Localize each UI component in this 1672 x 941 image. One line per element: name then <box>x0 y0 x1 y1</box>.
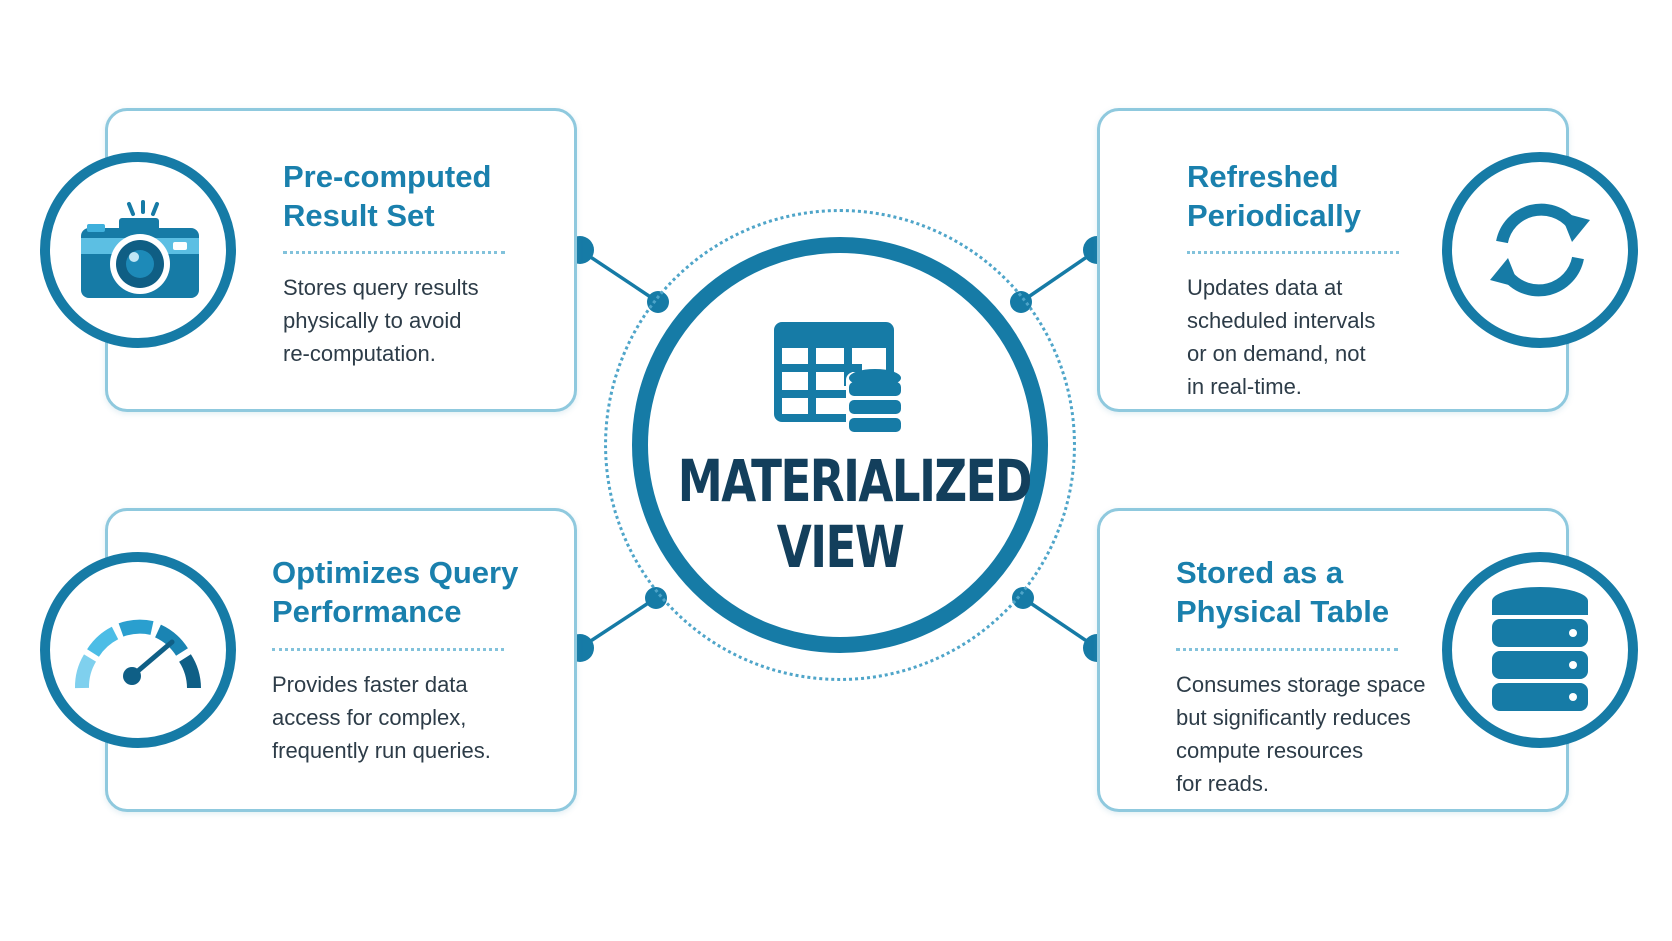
database-icon <box>1492 587 1588 711</box>
card-title: Optimizes Query Performance <box>272 555 519 629</box>
center-hub <box>632 237 1048 653</box>
refresh-icon-badge <box>1442 152 1638 348</box>
card-title: Stored as a Physical Table <box>1176 555 1390 629</box>
center-dotted-ring <box>604 209 1076 681</box>
card-description: Consumes storage space but significantly… <box>1176 672 1426 796</box>
card-refreshed-periodically: Refreshed Periodically Updates data at s… <box>1097 108 1569 412</box>
connector-bottom-left <box>579 596 657 650</box>
connector-top-left <box>579 248 659 304</box>
camera-icon-badge <box>40 152 236 348</box>
card-description: Stores query results physically to avoid… <box>283 275 479 366</box>
database-icon-badge <box>1442 552 1638 748</box>
connector-top-right <box>1020 248 1098 304</box>
card-divider <box>272 648 504 651</box>
camera-icon <box>81 200 199 298</box>
speedometer-icon <box>75 619 201 689</box>
card-divider <box>283 251 505 254</box>
card-description: Provides faster data access for complex,… <box>272 672 491 763</box>
card-divider <box>1176 648 1398 651</box>
card-description: Updates data at scheduled intervals or o… <box>1187 275 1376 399</box>
card-title: Pre-computed Result Set <box>283 159 492 233</box>
refresh-icon <box>1490 203 1590 297</box>
card-precomputed-result-set: Pre-computed Result Set Stores query res… <box>105 108 577 412</box>
table-database-icon <box>774 322 904 434</box>
card-title: Refreshed Periodically <box>1187 159 1362 233</box>
center-title: MATERIALIZED VIEW <box>677 447 1033 581</box>
connector-bottom-right <box>1022 596 1098 650</box>
speedometer-icon-badge <box>40 552 236 748</box>
card-divider <box>1187 251 1399 254</box>
